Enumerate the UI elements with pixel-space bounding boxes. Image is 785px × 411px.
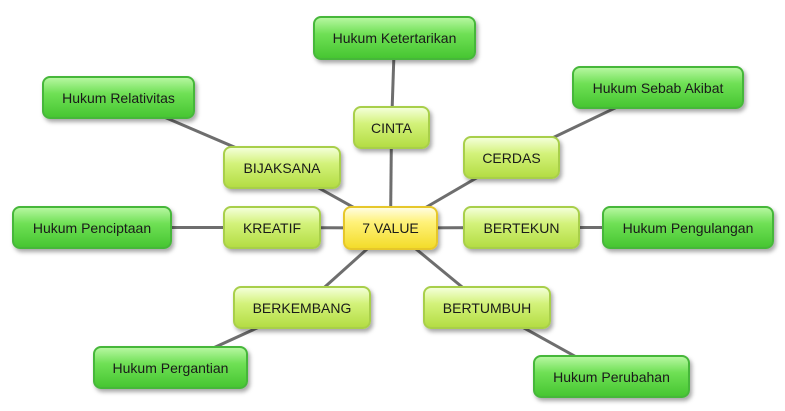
value-label: CINTA: [371, 119, 412, 136]
center-label: 7 VALUE: [362, 220, 419, 236]
value-node-kreatif: KREATIF: [223, 206, 321, 249]
value-label: KREATIF: [242, 219, 302, 236]
law-node-hukum-ketertarikan: Hukum Ketertarikan: [313, 16, 476, 60]
value-node-bertumbuh: BERTUMBUH: [423, 286, 551, 329]
law-node-hukum-sebab-akibat: Hukum Sebab Akibat: [572, 66, 744, 109]
law-node-hukum-pergantian: Hukum Pergantian: [93, 346, 248, 389]
law-node-hukum-pengulangan: Hukum Pengulangan: [602, 206, 774, 249]
law-node-hukum-perubahan: Hukum Perubahan: [533, 355, 690, 398]
value-node-cinta: CINTA: [353, 106, 430, 149]
law-label: Hukum Sebab Akibat: [592, 79, 724, 96]
law-node-hukum-relativitas: Hukum Relativitas: [42, 76, 195, 119]
value-label: BERTUMBUH: [442, 299, 532, 316]
law-label: Hukum Perubahan: [553, 368, 670, 385]
law-label: Hukum Relativitas: [62, 89, 175, 106]
value-label: CERDAS: [482, 149, 541, 166]
value-label: BERTEKUN: [483, 219, 560, 236]
value-label: BERKEMBANG: [252, 299, 352, 316]
law-label: Hukum Penciptaan: [32, 219, 152, 236]
value-node-cerdas: CERDAS: [463, 136, 560, 179]
value-node-berkembang: BERKEMBANG: [233, 286, 371, 329]
value-node-bertekun: BERTEKUN: [463, 206, 580, 249]
law-label: Hukum Pergantian: [112, 359, 229, 376]
law-label: Hukum Pengulangan: [622, 219, 754, 236]
law-label: Hukum Ketertarikan: [332, 30, 457, 46]
law-node-hukum-penciptaan: Hukum Penciptaan: [12, 206, 172, 249]
value-node-bijaksana: BIJAKSANA: [223, 146, 341, 189]
value-label: BIJAKSANA: [243, 159, 321, 176]
center-node-7-value: 7 VALUE: [343, 206, 438, 250]
